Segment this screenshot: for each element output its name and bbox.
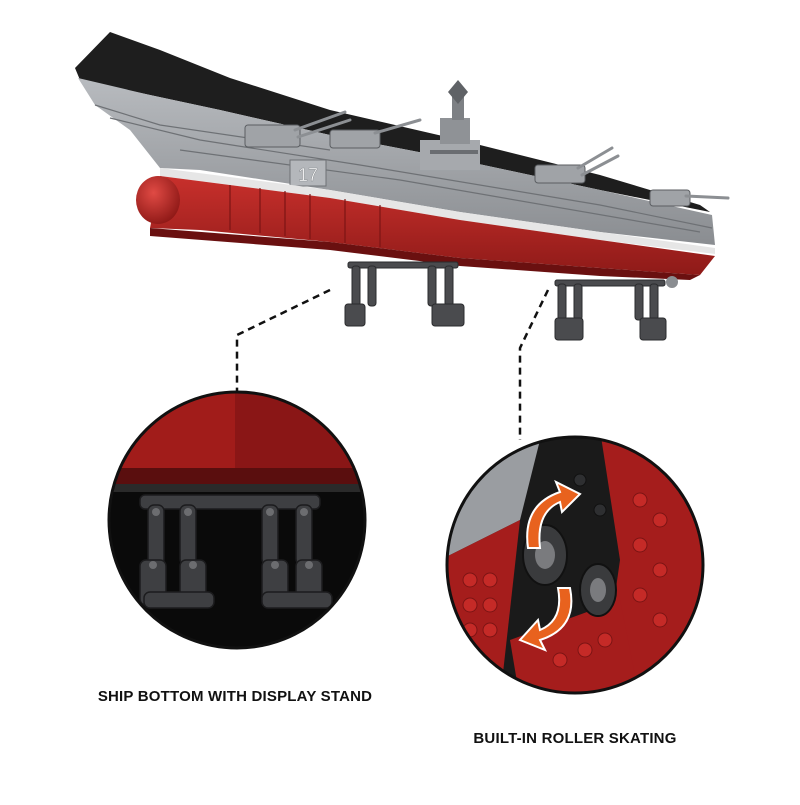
hull-number: 17: [298, 165, 318, 185]
leader-lines: [235, 288, 550, 440]
detail-stand-image: [109, 392, 365, 648]
bow-bulb: [136, 176, 180, 224]
caption-roller-skating: BUILT-IN ROLLER SKATING: [473, 730, 677, 747]
caption-ship-bottom: SHIP BOTTOM WITH DISPLAY STAND: [97, 688, 373, 705]
roller-wheels: [522, 524, 617, 617]
rotation-arrows-icon: [518, 479, 582, 652]
ship-model: 17: [75, 32, 730, 288]
ship-island: [420, 80, 480, 170]
ship-hull: [150, 176, 715, 275]
display-stand: [344, 261, 667, 341]
detail-roller-image: [447, 437, 703, 693]
ship-turrets: [244, 124, 691, 207]
